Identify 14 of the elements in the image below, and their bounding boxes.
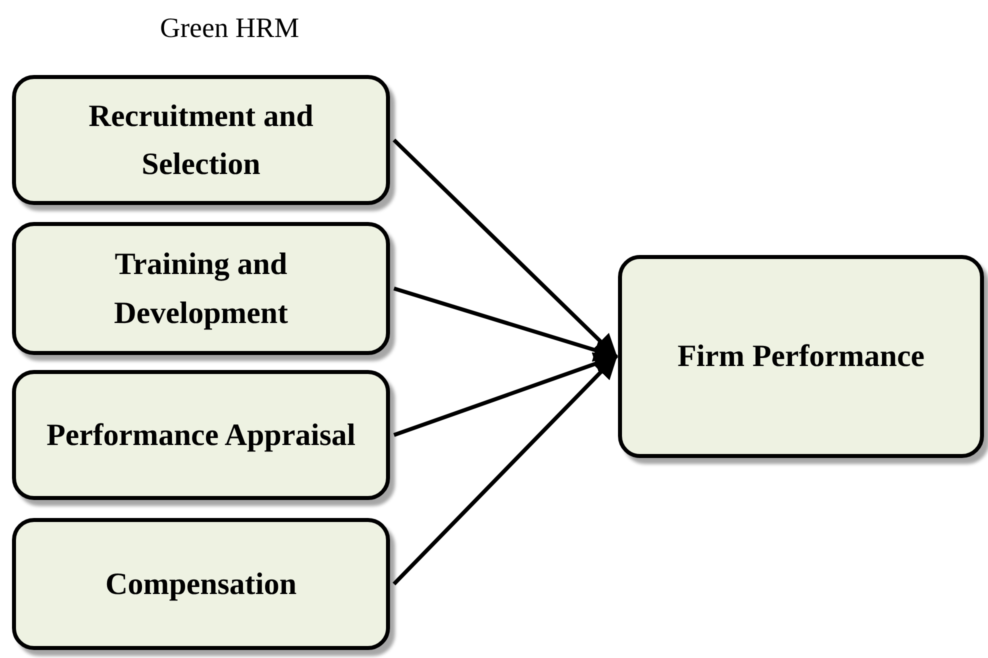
rounded-box [12, 518, 390, 650]
diagram-title: Green HRM [160, 12, 300, 46]
box-label: Performance Appraisal [46, 416, 356, 454]
box-label: Training and Development [113, 245, 289, 332]
arrow [393, 352, 618, 437]
arrow [392, 354, 618, 586]
box-label: Compensation [105, 564, 297, 603]
rounded-box [12, 222, 390, 355]
box-label: Recruitment and Selection [88, 96, 314, 183]
rounded-box [12, 370, 390, 500]
rounded-box [618, 255, 984, 458]
box-label: Firm Performance [677, 337, 924, 376]
arrow [393, 286, 618, 362]
rounded-box [12, 75, 390, 205]
